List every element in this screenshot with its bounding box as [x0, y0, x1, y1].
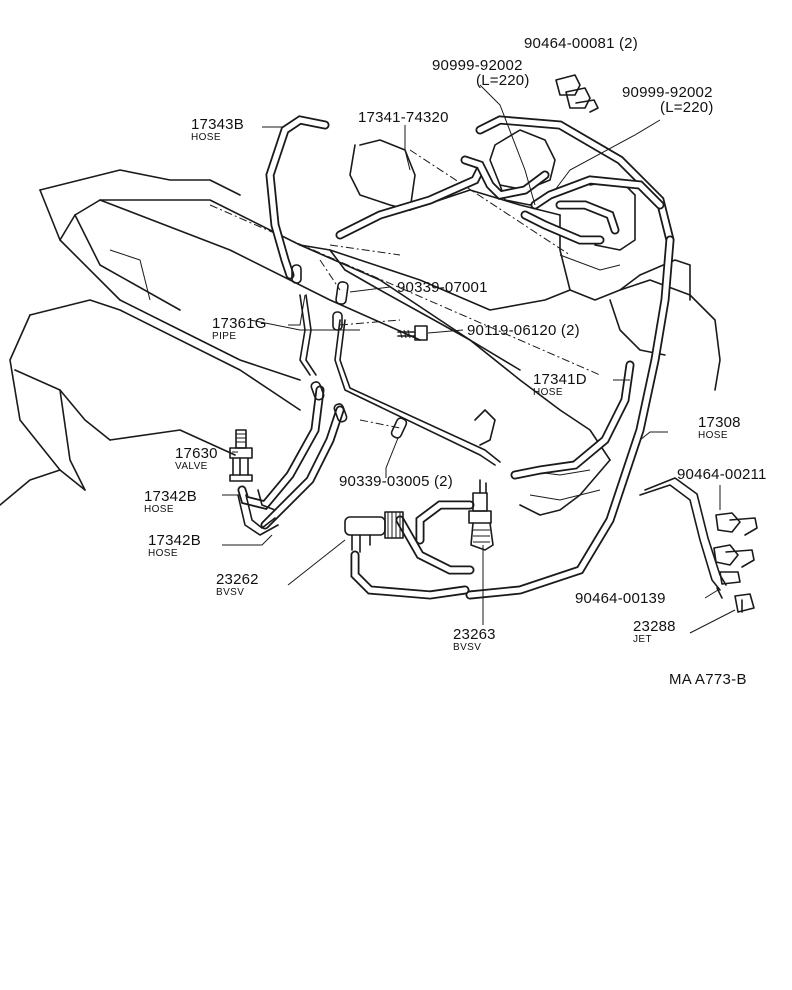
- label-90999-92002-right: 90999-92002 (L=220): [622, 85, 714, 115]
- part-number: 17342B: [148, 532, 201, 549]
- hose-17342b: [237, 489, 279, 536]
- label-90464-00211: 90464-00211: [677, 467, 767, 482]
- label-23262: 23262 BVSV: [216, 572, 259, 598]
- part-name: HOSE: [144, 504, 174, 515]
- part-number: 23263: [453, 626, 496, 643]
- part-name: PIPE: [212, 331, 237, 342]
- bvsv-23263: [468, 479, 494, 551]
- part-name: HOSE: [533, 387, 563, 398]
- leader-lines: [222, 84, 736, 634]
- part-number: 17342B: [144, 488, 197, 505]
- diagram-reference: MA A773-B: [669, 671, 747, 688]
- clamps-90464-00081: [555, 74, 599, 113]
- small-hoses: [291, 264, 408, 439]
- label-90999-92002-left: 90999-92002 (L=220): [432, 58, 530, 88]
- label-17630: 17630 VALVE: [175, 446, 218, 472]
- part-name: HOSE: [148, 548, 178, 559]
- part-number: 90464-00211: [677, 466, 767, 483]
- part-number: 90999-92002: [432, 57, 523, 74]
- part-name: BVSV: [453, 642, 482, 653]
- part-number: 17341-74320: [358, 109, 449, 126]
- label-17341d: 17341D HOSE: [533, 372, 587, 398]
- label-90464-00139: 90464-00139: [575, 591, 666, 606]
- part-name: HOSE: [191, 132, 221, 143]
- part-length: (L=220): [660, 99, 714, 116]
- part-number: 17361G: [212, 315, 267, 332]
- part-number: 90464-00081 (2): [524, 35, 638, 52]
- label-17343b: 17343B HOSE: [191, 117, 244, 143]
- part-number: 17630: [175, 445, 218, 462]
- part-number: 90339-03005 (2): [339, 473, 453, 490]
- label-17342b-lower: 17342B HOSE: [148, 533, 201, 559]
- part-length: (L=220): [476, 72, 530, 89]
- label-17308: 17308 HOSE: [698, 415, 741, 441]
- clamps-and-jet: [713, 512, 758, 613]
- part-name: JET: [633, 634, 652, 645]
- part-number: 90339-07001: [397, 279, 488, 296]
- part-number: 90464-00139: [575, 590, 666, 607]
- label-90464-00081: 90464-00081 (2): [524, 36, 638, 51]
- label-23263: 23263 BVSV: [453, 627, 496, 653]
- part-number: 17341D: [533, 371, 587, 388]
- label-17342b-upper: 17342B HOSE: [144, 489, 197, 515]
- part-number: 23288: [633, 618, 676, 635]
- label-90119-06120: 90119-06120 (2): [467, 323, 580, 338]
- bolt-90119: [397, 325, 428, 341]
- label-17361g: 17361G PIPE: [212, 316, 267, 342]
- label-90339-03005: 90339-03005 (2): [339, 474, 453, 489]
- part-number: 23262: [216, 571, 259, 588]
- hose-routing: [237, 115, 675, 600]
- part-name: VALVE: [175, 461, 208, 472]
- part-number: 90119-06120 (2): [467, 322, 580, 339]
- part-name: HOSE: [698, 430, 728, 441]
- bvsv-23262: [344, 511, 404, 553]
- label-23288: 23288 JET: [633, 619, 676, 645]
- part-name: BVSV: [216, 587, 245, 598]
- part-number: 17308: [698, 414, 741, 431]
- cylinder-head-cover: [0, 169, 471, 506]
- label-90339-07001: 90339-07001: [397, 280, 488, 295]
- part-number: 17343B: [191, 116, 244, 133]
- label-17341-74320: 17341-74320: [358, 110, 449, 125]
- part-number: 90999-92002: [622, 84, 713, 101]
- valve-17630: [229, 429, 253, 482]
- jet-hose: [639, 477, 727, 591]
